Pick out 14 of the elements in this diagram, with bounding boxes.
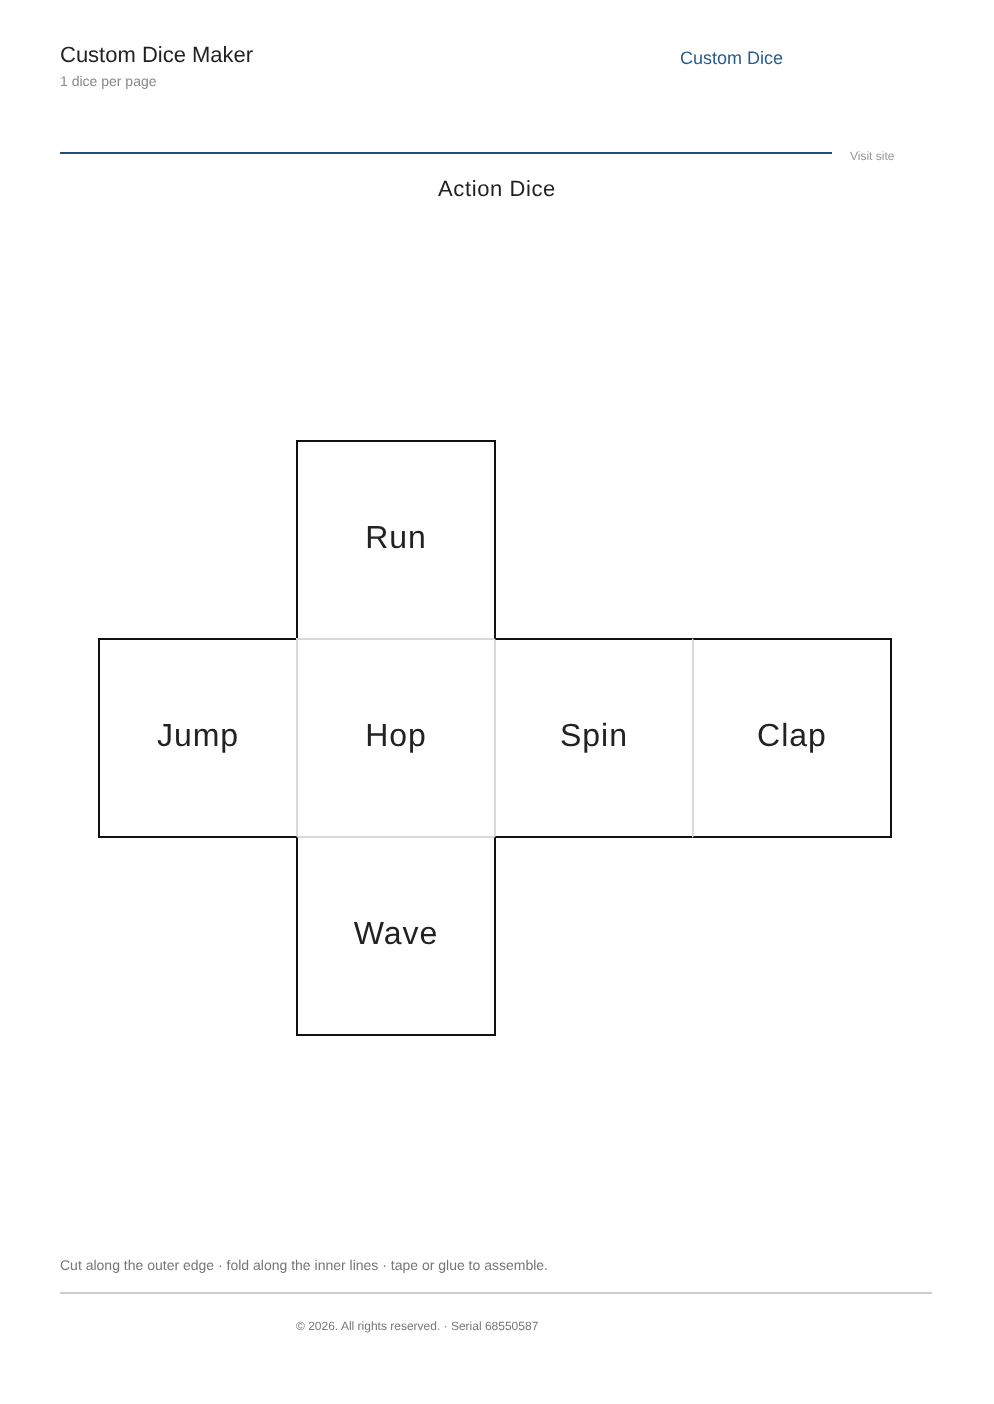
- face-label: Run: [365, 522, 427, 558]
- face-label: Clap: [757, 720, 827, 756]
- dice-face: [296, 836, 496, 1036]
- face-label: Spin: [559, 720, 629, 756]
- page-heading: Custom Dice Maker: [60, 44, 254, 68]
- face-label: Jump: [156, 720, 240, 756]
- dice-face: [494, 638, 694, 838]
- face-label: Wave: [353, 918, 439, 954]
- dice-face: [98, 638, 298, 838]
- dice-face: [692, 638, 892, 838]
- face-label: Hop: [365, 720, 427, 756]
- diagram-title: Action Dice: [436, 178, 558, 202]
- dice-face: [296, 440, 496, 640]
- header-link: Custom Dice: [680, 48, 784, 68]
